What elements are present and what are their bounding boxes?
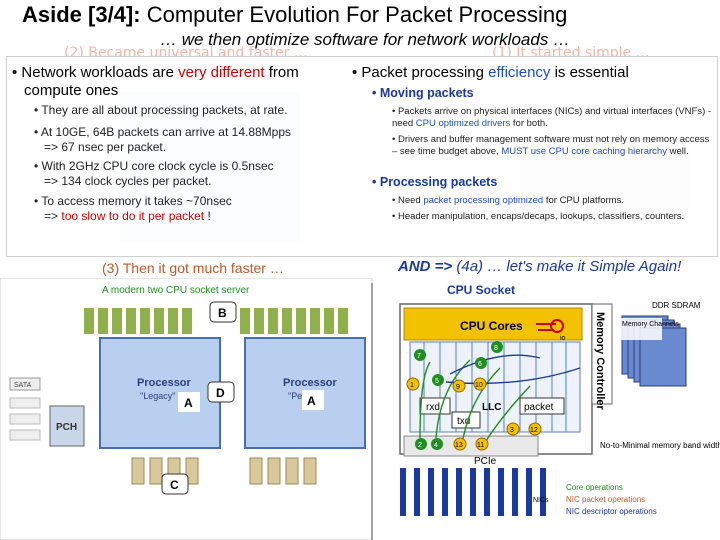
svg-text:6: 6	[478, 361, 482, 368]
llc-label: LLC	[482, 402, 501, 413]
left-item-2: • At 10GE, 64B packets can arrive at 14.…	[34, 125, 292, 154]
memory-channels-label: Memory Channels	[622, 321, 679, 328]
svg-text:12: 12	[530, 427, 538, 434]
processing-item-1: • Need packet processing optimized for C…	[392, 195, 624, 206]
cpu-cores-label: CPU Cores	[460, 319, 523, 333]
marker-a-right: A	[307, 394, 316, 408]
pcie-slots	[131, 457, 317, 485]
svg-text:PCH: PCH	[56, 422, 77, 433]
svg-text:5: 5	[435, 378, 439, 385]
marker-b: B	[218, 306, 227, 320]
svg-text:7: 7	[417, 353, 421, 360]
left-main-bullet: • Network workloads are very different f…	[12, 64, 299, 81]
memory-controller-label: Memory Controller	[594, 312, 606, 411]
slide-subtitle: … we then optimize software for network …	[160, 30, 571, 49]
memory-controller-box	[591, 303, 613, 405]
text-overlay-panel	[6, 56, 718, 257]
cpu-socket-label: CPU Socket	[447, 283, 515, 297]
left-item-4: • To access memory it takes ~70nsec => t…	[34, 194, 232, 223]
marker-c: C	[170, 478, 179, 492]
svg-text:io: io	[560, 335, 566, 342]
packet-box	[519, 397, 565, 415]
legend-nic-descriptor-ops: NIC descriptor operations	[566, 507, 657, 516]
svg-text:Processor: Processor	[137, 377, 192, 389]
marker-a-left: A	[184, 396, 193, 410]
svg-text:1: 1	[410, 382, 414, 389]
svg-text:txd: txd	[457, 416, 470, 427]
nics-label: NICs	[533, 497, 549, 504]
svg-text:9: 9	[456, 384, 460, 391]
no-mem-bw-line1: No-to-Minimal memory band width per pack…	[600, 441, 720, 450]
svg-text:11: 11	[477, 442, 484, 449]
pch-chip	[49, 405, 85, 447]
moving-item-1: • Packets arrive on physical interfaces …	[392, 106, 712, 129]
svg-text:rxd: rxd	[426, 402, 440, 413]
heading-got-faster: (3) Then it got much faster …	[102, 260, 284, 276]
pcie-label: PCIe	[474, 456, 497, 467]
cpu-speed-icon	[536, 319, 564, 333]
left-item-1: • They are all about processing packets,…	[34, 103, 288, 117]
sata-port	[9, 377, 41, 391]
svg-text:3: 3	[510, 427, 514, 434]
svg-text:packet: packet	[524, 402, 554, 413]
svg-text:Processor: Processor	[283, 377, 338, 389]
processing-packets-heading: • Processing packets	[372, 175, 498, 189]
svg-text:"Legacy": "Legacy"	[140, 391, 175, 401]
dimm-group-right	[240, 308, 348, 334]
svg-text:8: 8	[494, 345, 498, 352]
flow-arrows	[419, 359, 531, 445]
dimm-group-left	[84, 308, 192, 334]
moving-item-2: • Drivers and buffer management software…	[392, 134, 710, 157]
svg-text:10: 10	[475, 382, 483, 389]
heading-simple-again: AND => (4a) … let's make it Simple Again…	[398, 258, 682, 275]
left-item-3: • With 2GHz CPU core clock cycle is 0.5n…	[34, 159, 274, 188]
architecture-diagram: A modern two CPU socket server Processor…	[0, 278, 720, 540]
llc-region	[409, 341, 581, 433]
svg-text:13: 13	[455, 442, 463, 449]
step-markers: 1 2 3 4 5 6 7 8 9 10 11 12 13	[406, 341, 542, 451]
legend-core-ops: Core operations	[566, 483, 623, 492]
svg-text:2: 2	[418, 442, 422, 449]
svg-text:"Peer": "Peer"	[288, 391, 313, 401]
marker-d: D	[216, 386, 225, 400]
right-main-bullet: • Packet processing efficiency is essent…	[352, 64, 629, 81]
slide-title: Aside [3/4]: Computer Evolution For Pack…	[22, 2, 568, 27]
svg-text:4: 4	[434, 442, 438, 449]
server-label: A modern two CPU socket server	[102, 285, 250, 296]
left-main-bullet-line2: compute ones	[24, 82, 119, 99]
moving-packets-heading: • Moving packets	[372, 86, 474, 100]
nic-bars	[400, 468, 546, 516]
ddr-label: DDR SDRAM	[652, 301, 701, 310]
processing-item-2: • Header manipulation, encaps/decaps, lo…	[392, 211, 685, 222]
svg-text:SATA: SATA	[14, 382, 32, 389]
legend-nic-packet-ops: NIC packet operations	[566, 495, 645, 504]
